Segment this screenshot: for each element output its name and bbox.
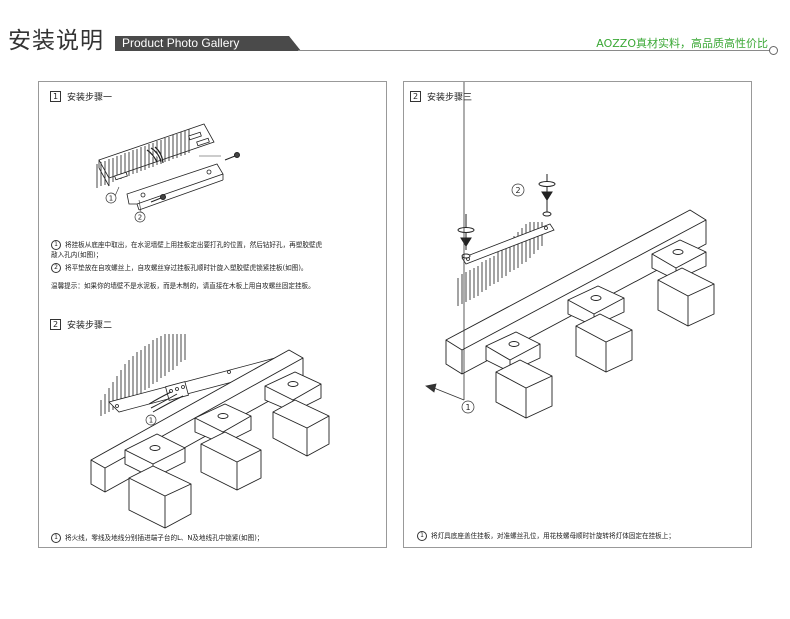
step1-note-2: 2 将平垫放在自攻螺丝上，自攻螺丝穿过挂板孔顺时针旋入塑胶壁虎锁紧挂板(如图)。 bbox=[51, 263, 381, 273]
subtitle-band: Product Photo Gallery bbox=[115, 36, 301, 51]
step2-number-box: 2 bbox=[50, 319, 61, 330]
step1-number-box: 1 bbox=[50, 91, 61, 102]
step1-note-1-number: 1 bbox=[51, 240, 61, 250]
step2-note: 1 将火线，零线及地线分别插进端子台的L、N及地线孔中锁紧(如图)； bbox=[51, 533, 381, 543]
divider-end-circle bbox=[769, 46, 778, 55]
step3-callout-1: 1 bbox=[465, 403, 470, 412]
step1-title: 安装步骤一 bbox=[67, 93, 113, 103]
step1-callout-2: 2 bbox=[138, 214, 142, 222]
step2-illustration: 1 bbox=[90, 334, 330, 529]
subtitle-band-shape bbox=[115, 36, 301, 51]
step2-heading: 2 安装步骤二 bbox=[50, 318, 112, 331]
step1-tip: 温馨提示：如果你的墙壁不是水泥板，而是木制的，请直接在木板上用自攻螺丝固定挂板。 bbox=[51, 282, 315, 290]
step2-title: 安装步骤二 bbox=[67, 321, 113, 331]
step1-note-1: 1 将挂板从底座中取出，在水泥墙壁上用挂板定出要打孔的位置，然后钻好孔，再塑胶壁虎 bbox=[51, 240, 381, 250]
slogan: AOZZO真材实料，高品质高性价比 bbox=[596, 37, 768, 50]
step2-note-text: 将火线，零线及地线分别插进端子台的L、N及地线孔中锁紧(如图)； bbox=[65, 534, 264, 542]
step3-note: 1 将灯具底座盖住挂板，对准螺丝孔位，用花枝螺母顺时针旋转将灯体固定在挂板上； bbox=[417, 531, 747, 541]
step3-title: 安装步骤三 bbox=[427, 93, 473, 103]
step3-note-number: 1 bbox=[417, 531, 427, 541]
step1-note-1-text: 将挂板从底座中取出，在水泥墙壁上用挂板定出要打孔的位置，然后钻好孔，再塑胶壁虎 bbox=[65, 241, 323, 249]
step1-callout-1: 1 bbox=[109, 195, 113, 203]
step1-illustration: 1 2 bbox=[96, 123, 240, 223]
header-divider bbox=[298, 50, 770, 51]
step2-callout-1: 1 bbox=[149, 417, 153, 425]
step3-number-box: 2 bbox=[410, 91, 421, 102]
left-instruction-panel: 1 安装步骤一 bbox=[38, 81, 387, 548]
subtitle: Product Photo Gallery bbox=[122, 36, 240, 50]
step1-note-2-text: 将平垫放在自攻螺丝上，自攻螺丝穿过挂板孔顺时针旋入塑胶壁虎锁紧挂板(如图)。 bbox=[65, 264, 308, 272]
step1-heading: 1 安装步骤一 bbox=[50, 90, 112, 103]
right-instruction-panel: 2 安装步骤三 bbox=[403, 81, 752, 548]
step2-note-number: 1 bbox=[51, 533, 61, 543]
step3-note-text: 将灯具底座盖住挂板，对准螺丝孔位，用花枝螺母顺时针旋转将灯体固定在挂板上； bbox=[431, 532, 675, 540]
step1-note-1-continued: 敲入孔内(如图)； bbox=[51, 251, 103, 259]
step3-heading: 2 安装步骤三 bbox=[410, 90, 472, 103]
step3-callout-2: 2 bbox=[515, 186, 520, 195]
page-title: 安装说明 bbox=[8, 28, 104, 54]
step3-illustration: 1 2 bbox=[425, 82, 715, 419]
step1-note-2-number: 2 bbox=[51, 263, 61, 273]
